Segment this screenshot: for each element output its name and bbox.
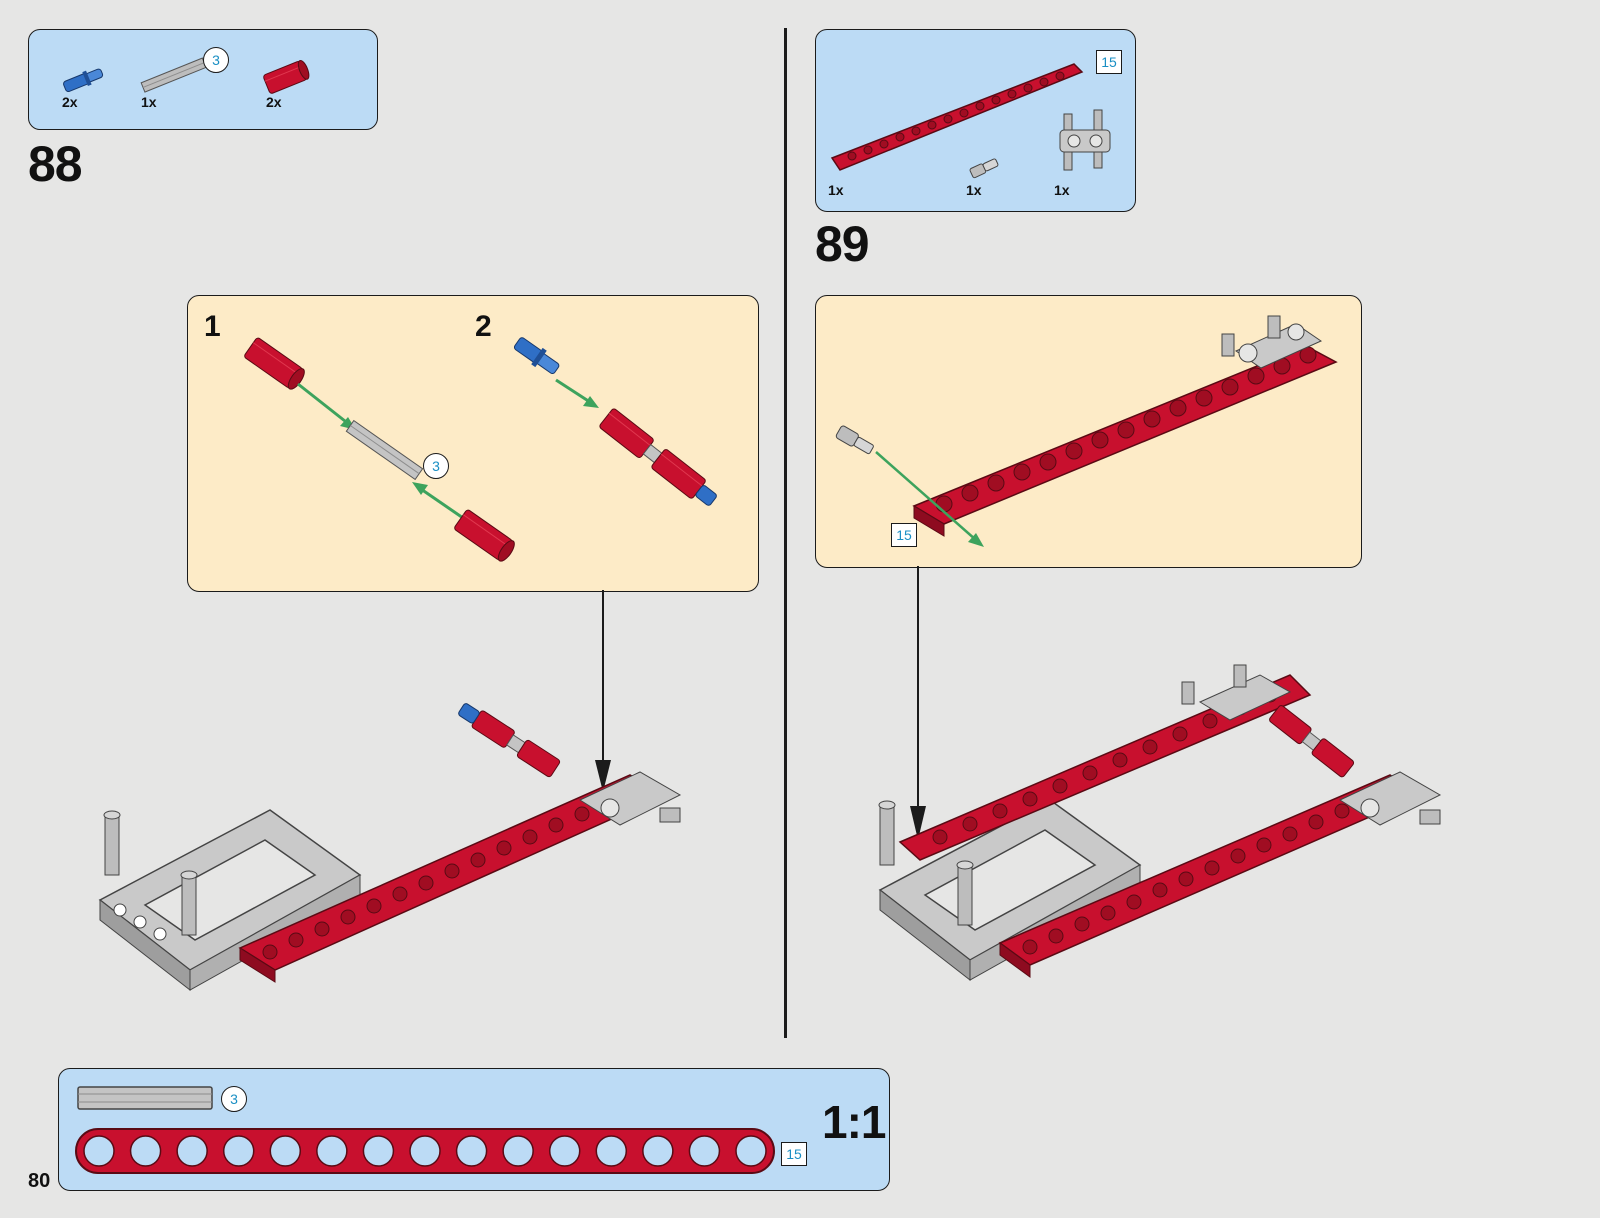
beam-hole bbox=[596, 1136, 626, 1166]
beam-hole bbox=[317, 1136, 347, 1166]
beam-hole bbox=[736, 1136, 766, 1166]
beam-scale-icon bbox=[75, 1127, 775, 1175]
beam-hole bbox=[550, 1136, 580, 1166]
beam-hole bbox=[503, 1136, 533, 1166]
scale-ratio: 1:1 bbox=[822, 1095, 885, 1149]
beam-hole bbox=[457, 1136, 487, 1166]
beam-hole bbox=[84, 1136, 114, 1166]
axle-scale-icon bbox=[77, 1085, 213, 1111]
scale-axle-length-label: 3 bbox=[221, 1086, 247, 1112]
step89-model bbox=[870, 660, 1490, 1000]
scale-reference-box: 3 15 bbox=[58, 1068, 890, 1191]
scale-beam-length-label: 15 bbox=[781, 1142, 807, 1166]
beam-hole bbox=[270, 1136, 300, 1166]
beam-hole bbox=[131, 1136, 161, 1166]
beam-hole bbox=[410, 1136, 440, 1166]
beam-hole bbox=[224, 1136, 254, 1166]
beam-hole bbox=[363, 1136, 393, 1166]
beam-hole bbox=[689, 1136, 719, 1166]
beam-hole bbox=[643, 1136, 673, 1166]
beam-hole bbox=[177, 1136, 207, 1166]
page-number: 80 bbox=[28, 1170, 50, 1193]
